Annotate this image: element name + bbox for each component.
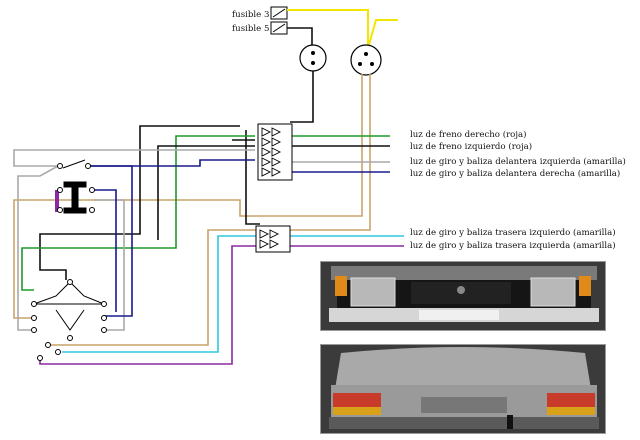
front-car-photo (320, 261, 606, 331)
label-rear-right-turn: luz de giro y baliza trasera izquierda (… (410, 240, 616, 251)
hazard-switch (57, 159, 95, 214)
yellow-wire-branch (367, 19, 398, 49)
label-rear-left-turn: luz de giro y baliza trasera izquierdo (… (410, 227, 616, 238)
rear-car-drawing (321, 345, 605, 433)
fuse-3-label: fusible 3 (232, 10, 269, 20)
black-wire-fuse5 (287, 27, 313, 48)
front-car-drawing (321, 262, 605, 330)
flasher-relay (350, 44, 382, 76)
fuse-5-label: fusible 5 (232, 24, 269, 34)
rear-car-photo (320, 344, 606, 434)
front-connector (257, 123, 293, 181)
yellow-wire (287, 9, 369, 48)
rear-connector (255, 225, 291, 253)
label-front-right-brake: luz de freno derecho (roja) (410, 129, 527, 140)
label-front-left-brake: luz de freno izquierdo (roja) (410, 141, 532, 152)
fuse-block: fusible 3 fusible 5 (232, 6, 288, 35)
turn-selector-switch (31, 279, 107, 361)
label-front-right-turn: luz de giro y baliza delantera derecha (… (410, 168, 620, 179)
labels: luz de freno derecho (roja) luz de freno… (410, 129, 626, 251)
label-front-left-turn: luz de giro y baliza delantera izquierda… (410, 156, 626, 167)
brake-relay (299, 44, 327, 72)
